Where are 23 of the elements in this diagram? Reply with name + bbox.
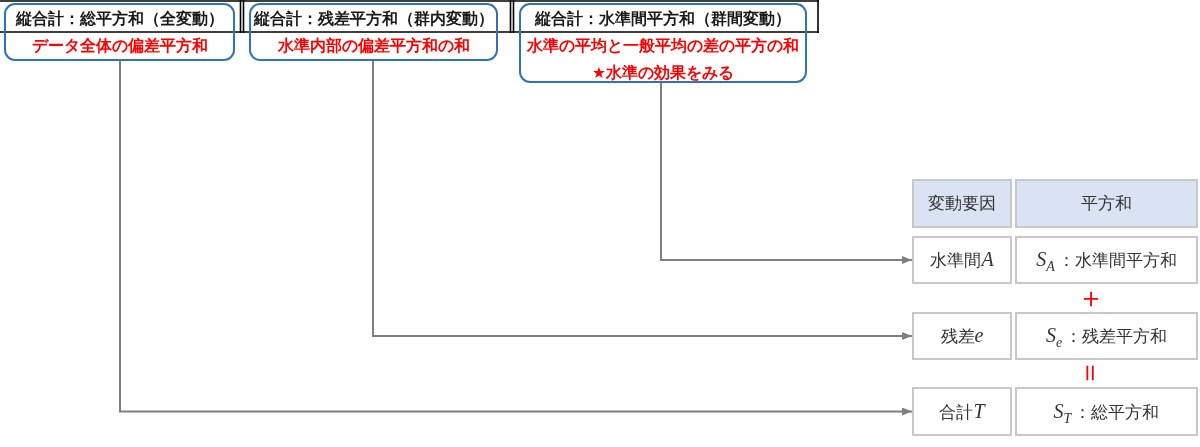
table-cell: S$_{A}$：水準間平方和 [1015, 236, 1198, 284]
rounded-box [519, 3, 807, 83]
connector-arrow [660, 82, 913, 264]
heading-text: 縦合計：総平方和（全変動） [15, 9, 224, 30]
note-text: 水準内部の偏差平方和の和 [277, 36, 470, 57]
table-cell: 水準間A [912, 236, 1012, 284]
header-cell: 平方和 [1015, 179, 1198, 228]
equals-sign: ＝ [1077, 359, 1105, 387]
note-text: ★水準の効果をみる [592, 63, 734, 84]
plus-sign: ＋ [1077, 284, 1105, 312]
table-cell: S$_{e}$：残差平方和 [1015, 312, 1198, 360]
note-text: 水準の平均と一般平均の差の平方の和 [527, 36, 799, 57]
header-cell: 変動要因 [912, 179, 1012, 228]
table-cell: S$_{T}$：総平方和 [1015, 387, 1198, 436]
connector-arrow [119, 60, 913, 416]
rounded-box [4, 3, 235, 61]
rounded-box [249, 3, 498, 61]
note-text: データ全体の偏差平方和 [31, 36, 208, 57]
table-cell: 合計T [912, 387, 1012, 436]
table-cell: 残差e [912, 312, 1012, 360]
heading-text: 縦合計：残差平方和（群内変動） [253, 9, 494, 30]
connector-arrow [372, 60, 913, 340]
heading-text: 縦合計：水準間平方和（群間変動） [535, 9, 791, 30]
